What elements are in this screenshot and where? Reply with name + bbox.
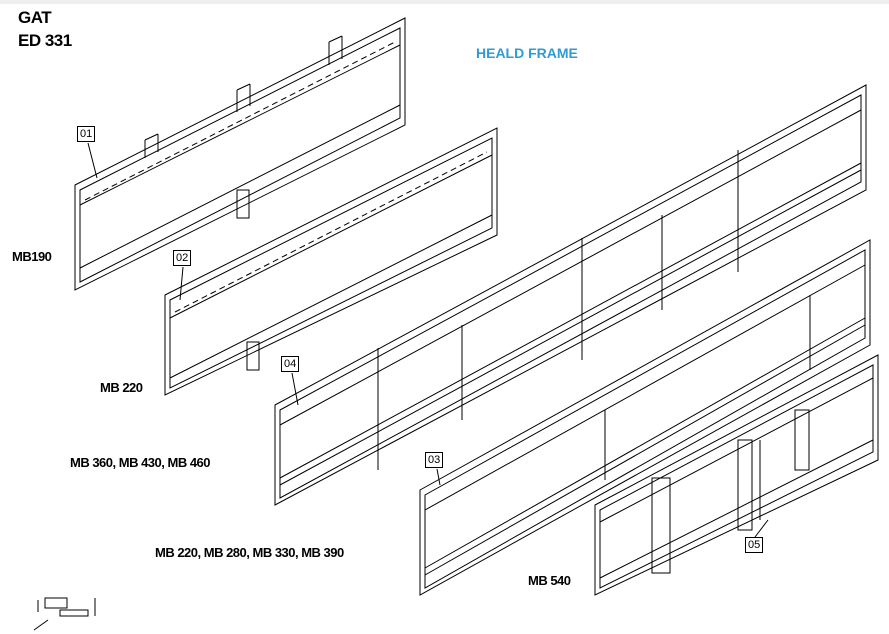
model-label-01: MB190 xyxy=(12,249,52,264)
model-label-02: MB 220 xyxy=(100,380,143,395)
brand-line-2: ED 331 xyxy=(18,31,72,50)
part-tag-04: 04 xyxy=(281,356,300,372)
frame-04 xyxy=(274,84,867,506)
frame-05 xyxy=(594,354,879,596)
part-tag-03: 03 xyxy=(425,452,444,468)
leader-lines xyxy=(87,142,769,538)
frame-02 xyxy=(164,127,498,396)
model-label-05: MB 540 xyxy=(528,573,571,588)
frame-03 xyxy=(419,239,871,596)
part-tag-01: 01 xyxy=(77,126,96,142)
model-label-04: MB 360, MB 430, MB 460 xyxy=(70,455,211,470)
orientation-icon xyxy=(33,597,96,631)
part-tag-02: 02 xyxy=(173,250,192,266)
top-strip xyxy=(0,0,889,4)
page-title: HEALD FRAME xyxy=(476,45,578,61)
part-tag-05: 05 xyxy=(745,537,764,553)
frame-01 xyxy=(74,17,406,291)
brand-line-1: GAT xyxy=(18,8,52,27)
model-label-03: MB 220, MB 280, MB 330, MB 390 xyxy=(155,545,344,560)
